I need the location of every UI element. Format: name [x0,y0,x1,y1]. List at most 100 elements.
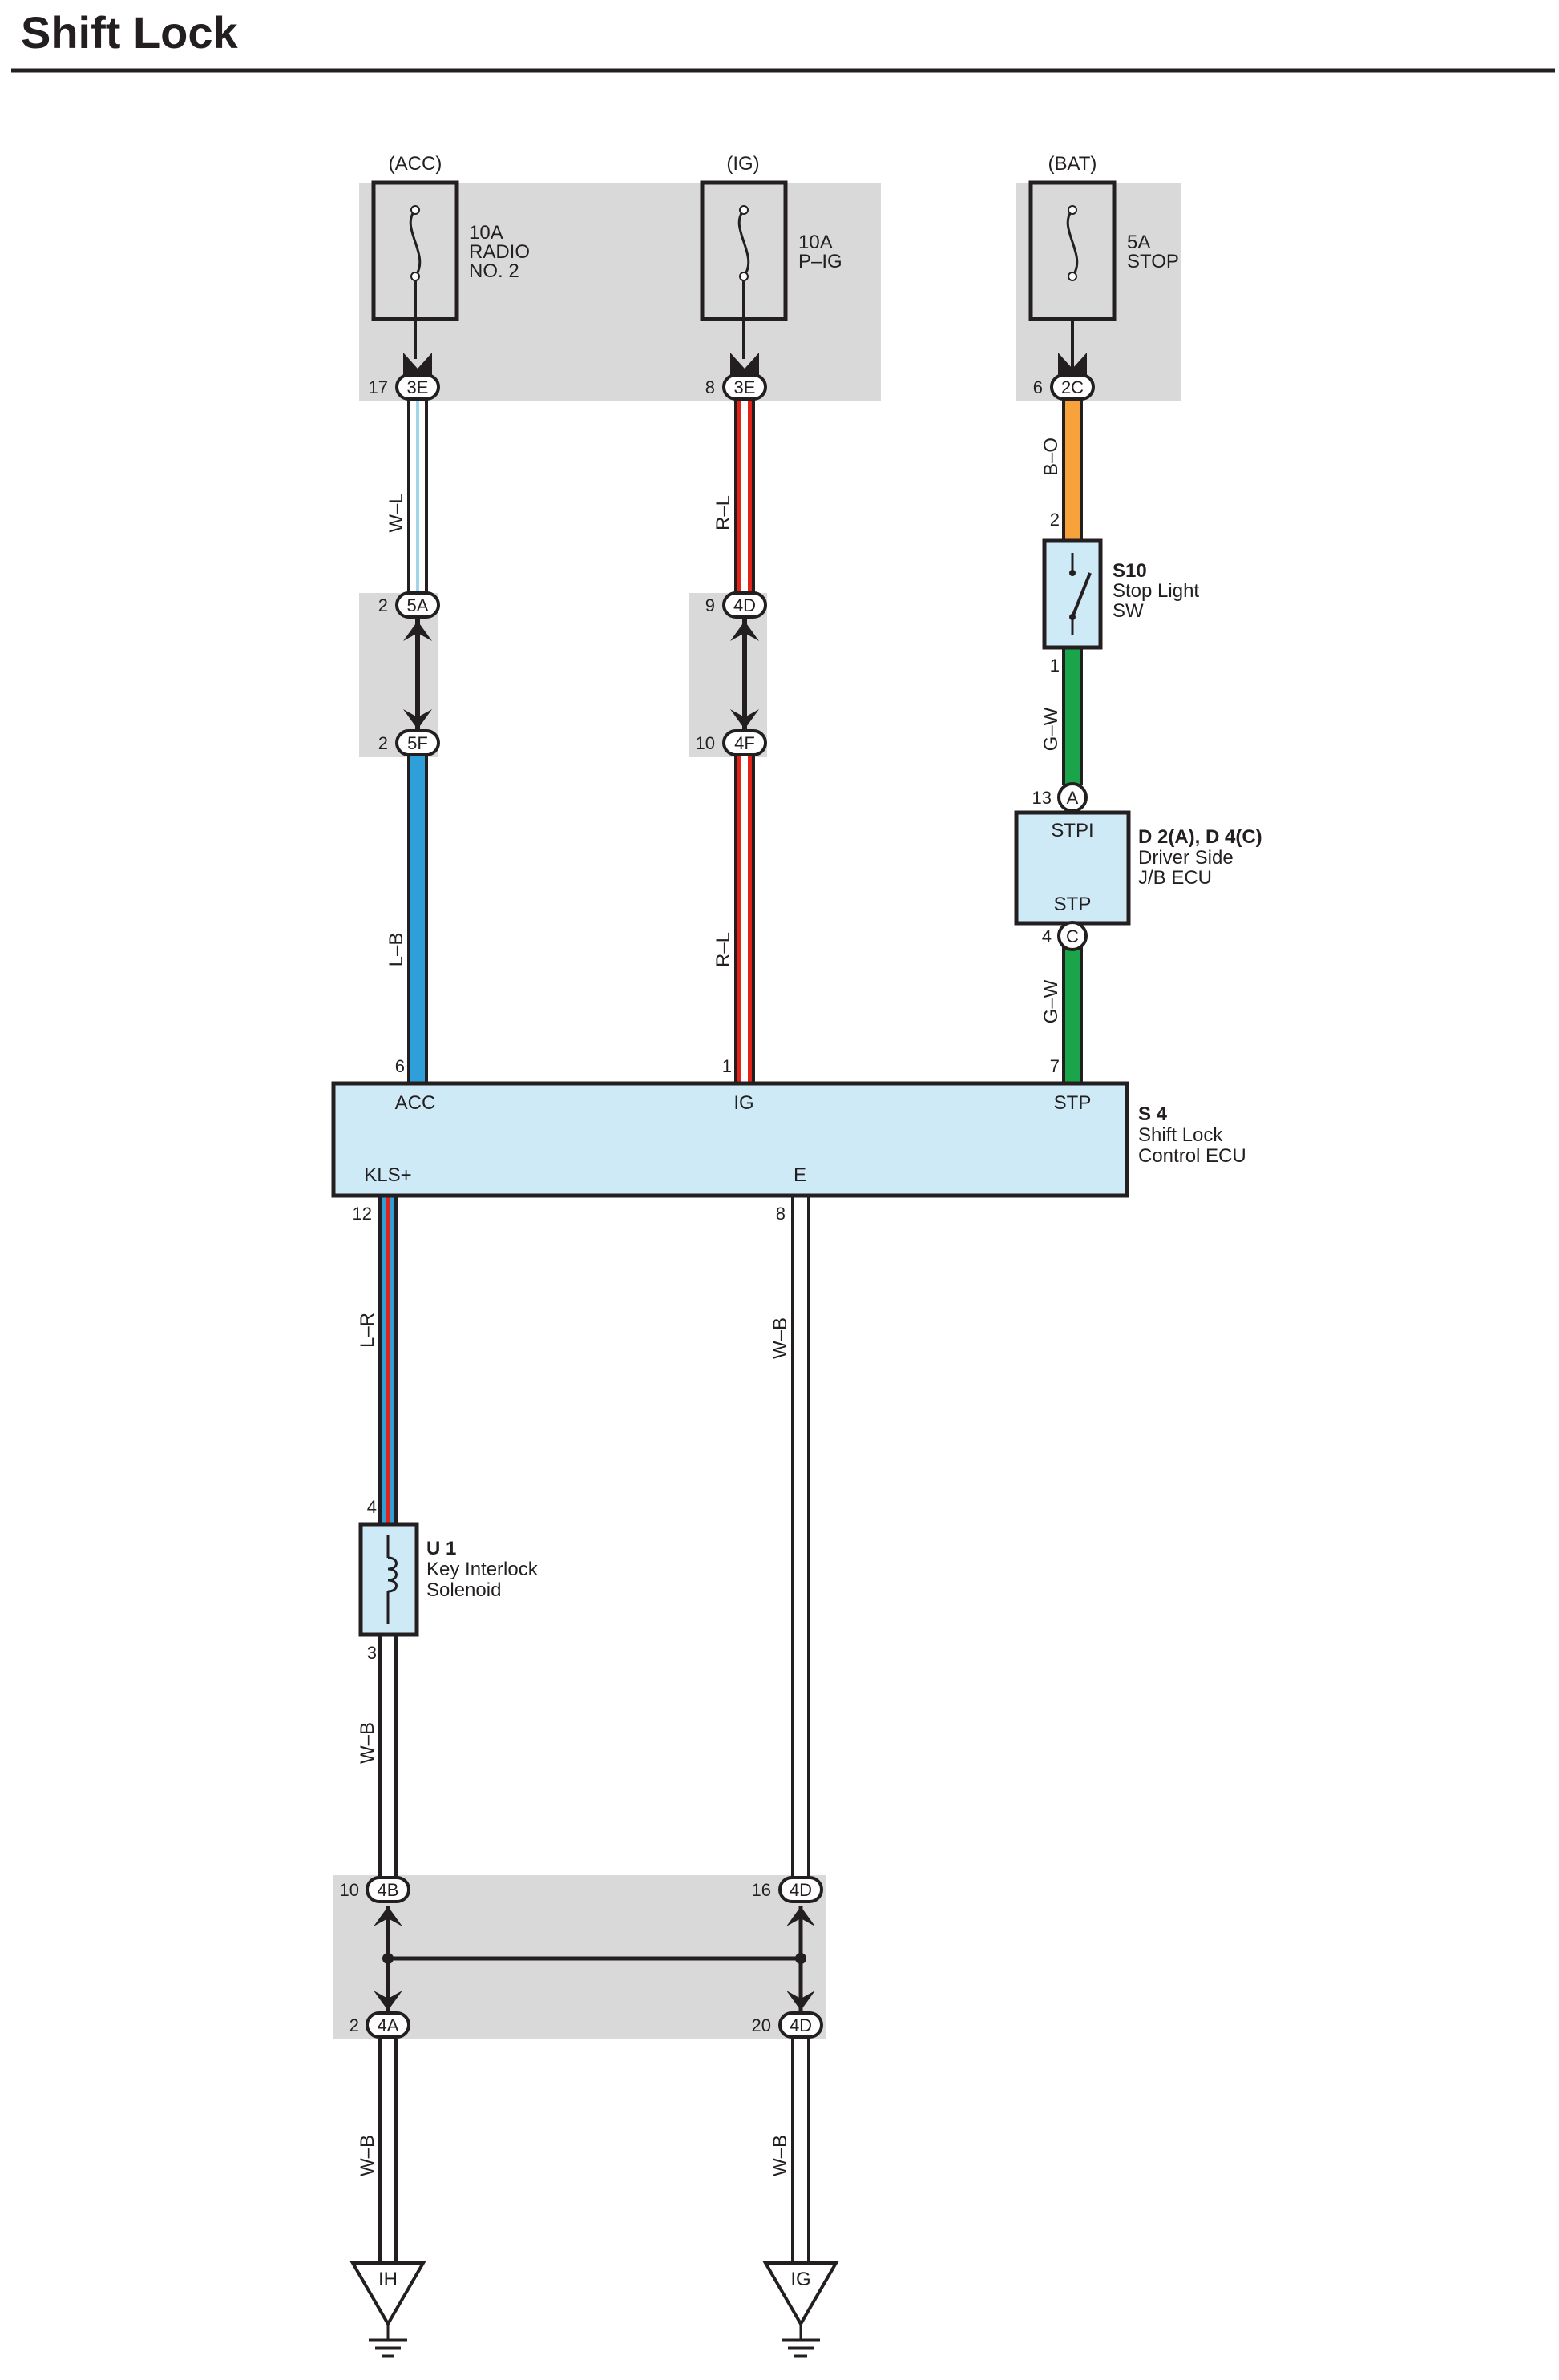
svg-text:2C: 2C [1061,377,1084,397]
fuse-p-ig: (IG) 10A P–IG [700,153,842,359]
svg-text:E: E [794,1164,806,1186]
svg-text:1: 1 [722,1056,732,1076]
wire-w-b-sol [378,1635,398,1877]
svg-text:STP: STP [1054,894,1092,915]
fuse-name-line2: NO. 2 [469,260,519,282]
svg-text:2: 2 [349,2015,359,2035]
fuse-stop: (BAT) 5A STOP [1028,153,1179,321]
svg-text:7: 7 [1050,1056,1060,1076]
svg-text:4: 4 [367,1497,377,1517]
svg-text:2: 2 [1050,510,1060,530]
fuse-rating: 10A [798,232,833,253]
supply-label-bat: (BAT) [1048,153,1097,175]
svg-text:6: 6 [395,1056,405,1076]
page-title: Shift Lock [21,7,239,58]
svg-text:2: 2 [378,595,388,615]
connector-4d-ig: 4D 9 [705,591,767,641]
connector-4f: 4F 10 [696,709,767,756]
wire-label-w-b-sol: W–B [357,1722,378,1764]
svg-text:ACC: ACC [395,1092,436,1114]
svg-text:1: 1 [1050,656,1060,676]
component-id: U 1 [426,1538,456,1559]
wire-r-l-mid [734,753,755,1083]
supply-label-acc: (ACC) [389,153,442,175]
svg-text:C: C [1066,926,1079,946]
ground-point-ih: IH [349,2261,426,2358]
splice-dot-left [382,1953,394,1964]
svg-text:13: 13 [1032,788,1052,808]
connector-3e-ig: 3E 8 [705,353,767,401]
svg-text:2: 2 [378,733,388,753]
connector-5f: 5F 2 [378,709,440,756]
ground-point-ig: IG [762,2261,839,2358]
fuse-name-line1: STOP [1127,251,1179,272]
svg-text:4B: 4B [378,1880,399,1900]
wire-b-o [1062,396,1083,540]
wire-label-r-l-mid: R–L [713,932,734,967]
wire-label-g-w-top: G–W [1040,707,1062,751]
svg-text:SW: SW [1113,600,1144,622]
svg-text:IH: IH [378,2269,398,2290]
wire-w-b-ground-left [378,2039,398,2263]
fuse-icon [1066,209,1079,277]
driver-side-jb-ecu: A 13 STPI STP C 4 D 2(A), D 4(C) Driver … [1014,782,1262,951]
svg-text:IG: IG [733,1092,753,1114]
svg-text:IG: IG [790,2269,810,2290]
svg-text:Key Interlock: Key Interlock [426,1559,539,1580]
svg-text:Solenoid: Solenoid [426,1579,501,1601]
fuse-name-line1: RADIO [469,241,530,263]
svg-text:KLS+: KLS+ [364,1164,411,1186]
svg-text:4F: 4F [734,733,755,753]
connector-5a: 5A 2 [378,591,440,641]
svg-text:4D: 4D [733,595,756,615]
fuse-icon [409,209,422,277]
wire-label-w-b-e: W–B [769,1317,791,1359]
splice-dot-right [795,1953,806,1964]
wire-label-w-l: W–L [386,493,407,532]
wire-r-l-top [734,396,755,596]
connector-2c: 2C 6 [1033,353,1095,401]
wire-labels: W–L R–L B–O G–W L–B R–L G–W L–R W–B W–B … [357,438,1062,2176]
wire-label-l-b: L–B [386,933,407,967]
svg-text:Control ECU: Control ECU [1138,1145,1246,1167]
wire-g-w-mid [1062,946,1083,1083]
shift-lock-control-ecu: 6 1 7 ACC IG STP KLS+ E 12 8 S 4 Shift L… [331,1056,1246,1224]
wire-label-g-w-mid: G–W [1040,979,1062,1023]
wire-w-l [407,396,428,596]
svg-text:Shift Lock: Shift Lock [1138,1124,1223,1146]
component-id: S10 [1113,560,1147,582]
wire-label-r-l-top: R–L [713,495,734,530]
svg-text:5A: 5A [407,595,429,615]
svg-text:Stop Light: Stop Light [1113,580,1199,602]
connector-4b: 4B 10 [340,1876,410,1926]
svg-text:12: 12 [353,1204,372,1224]
connector-4d-ground-bottom: 4D 20 [752,1991,823,2039]
wire-l-b [407,753,428,1083]
wire-l-r [378,1196,398,1527]
wire-label-w-b-ground-left: W–B [357,2135,378,2176]
svg-text:8: 8 [705,377,715,397]
svg-text:4D: 4D [790,1880,812,1900]
svg-text:16: 16 [752,1880,771,1900]
svg-text:6: 6 [1033,377,1043,397]
svg-text:3E: 3E [407,377,429,397]
fuse-radio-no2: (ACC) 10A RADIO NO. 2 [371,153,530,359]
svg-text:10: 10 [340,1880,359,1900]
switch-icon [1071,572,1092,618]
component-id: S 4 [1138,1103,1168,1125]
svg-text:20: 20 [752,2015,771,2035]
connector-4d-ground-top: 4D 16 [752,1876,823,1926]
fuse-rating: 5A [1127,232,1150,253]
component-id: D 2(A), D 4(C) [1138,826,1262,848]
svg-text:A: A [1067,788,1079,808]
svg-text:STPI: STPI [1051,820,1093,841]
svg-text:Driver Side: Driver Side [1138,847,1234,869]
wire-g-w-top [1062,647,1083,785]
svg-text:5F: 5F [407,733,428,753]
svg-text:8: 8 [776,1204,786,1224]
fuse-panel-right [1016,183,1181,401]
key-interlock-solenoid: 4 3 U 1 Key Interlock Solenoid [358,1497,539,1663]
coil-icon [387,1556,398,1593]
wire-w-b-e [791,1196,810,1878]
